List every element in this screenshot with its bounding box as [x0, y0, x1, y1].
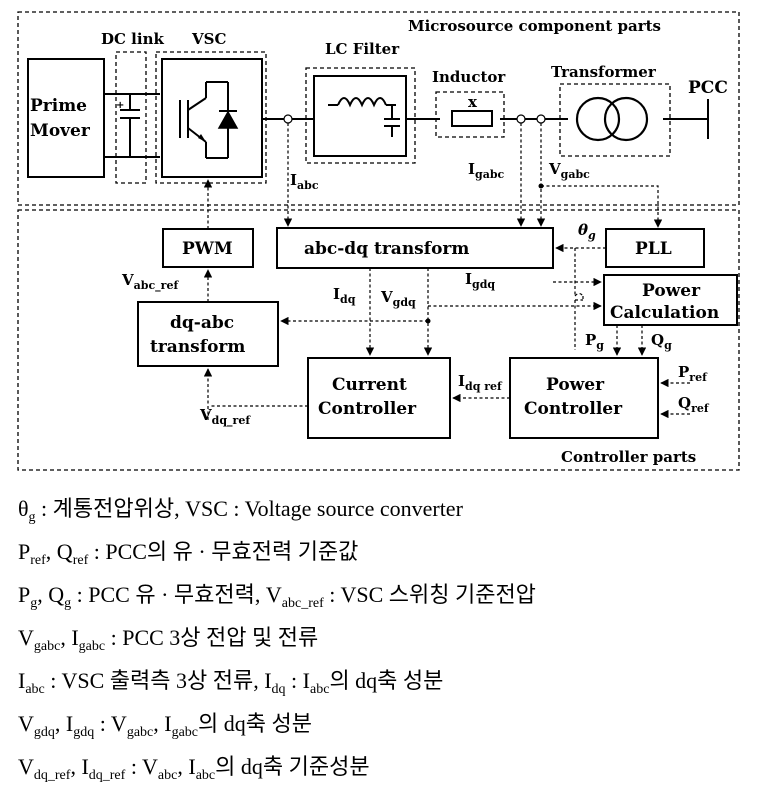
abc-dq-transform-block [276, 227, 554, 269]
vsc-block [161, 58, 263, 178]
pcc-label: PCC [688, 78, 728, 98]
power-calculation-label-2: Calculation [610, 303, 719, 323]
controller-region [17, 209, 740, 471]
transformer-secondary-coil [603, 96, 649, 142]
i-gabc-label: Igabc [468, 160, 505, 181]
igbt-symbol [179, 81, 239, 159]
power-controller-label-2: Controller [524, 399, 623, 419]
dq-abc-transform-block [137, 301, 279, 367]
lc-filter-block [313, 75, 407, 157]
theta-g-label: θg [578, 221, 596, 242]
current-controller-label-1: Current [332, 375, 407, 395]
inductor-region [435, 91, 505, 138]
microsource-region [17, 11, 740, 206]
i-abc-label: Iabc [290, 171, 319, 192]
power-controller-label-1: Power [546, 375, 605, 395]
v-gabc-label: Vgabc [548, 160, 590, 181]
pll-block [605, 228, 705, 268]
power-calculation-label-1: Power [642, 281, 701, 301]
dc-link-label: DC link [101, 30, 164, 48]
p-ref-label: Pref [678, 363, 708, 384]
prime-mover-label-1: Prime [30, 96, 87, 116]
vsc-label: VSC [191, 30, 226, 48]
current-controller-label-2: Controller [318, 399, 417, 419]
p-g-label: Pg [585, 331, 604, 352]
prime-mover-block [27, 58, 105, 178]
transformer-primary-coil [575, 96, 621, 142]
svg-text:+: + [116, 100, 124, 111]
legend-line-3: Pg, Qg : PCC 유 · 무효전력, Vabc_ref : VSC 스위… [18, 582, 536, 611]
legend-line-7: Vdq_ref, Idq_ref : Vabc, Iabc의 dq축 기준성분 [18, 754, 370, 783]
current-controller-block [307, 357, 451, 439]
dq-abc-transform-label-2: transform [150, 337, 245, 357]
prime-mover-label-2: Mover [30, 121, 91, 141]
power-controller-block [509, 357, 659, 439]
i-dq-ref-label: Idq ref [458, 372, 503, 393]
inductor-label: Inductor [432, 68, 506, 86]
dq-abc-transform-label-1: dq-abc [170, 313, 234, 333]
abc-dq-transform-label: abc-dq transform [304, 239, 469, 259]
q-ref-label: Qref [678, 394, 710, 415]
q-g-label: Qg [651, 331, 672, 352]
signal-paths [203, 123, 690, 420]
i-gdq-label: Igdq [465, 270, 495, 291]
lc-filter-label: LC Filter [325, 40, 400, 58]
legend-line-5: Iabc : VSC 출력측 3상 전류, Idq : Iabc의 dq축 성분 [18, 668, 443, 697]
legend-line-4: Vgabc, Igabc : PCC 3상 전압 및 전류 [18, 625, 318, 654]
lc-filter-symbol [328, 97, 400, 137]
power-circuit: + [104, 93, 709, 158]
transformer-label: Transformer [551, 63, 657, 81]
microsource-region-label: Microsource component parts [408, 17, 661, 35]
v-dq-ref-label: Vdq_ref [199, 406, 251, 428]
legend: θg : 계통전압위상, VSC : Voltage source conver… [18, 496, 536, 783]
v-gdq-label: Vgdq [380, 288, 416, 309]
controller-region-label: Controller parts [561, 448, 696, 466]
dc-link-region [115, 51, 147, 184]
pll-label: PLL [635, 239, 672, 259]
legend-line-6: Vgdq, Igdq : Vgabc, Igabc의 dq축 성분 [18, 711, 312, 740]
legend-line-2: Pref, Qref : PCC의 유 · 무효전력 기준값 [18, 539, 358, 568]
lc-filter-region [305, 67, 416, 164]
inductor-block [451, 110, 493, 127]
v-abc-ref-label: Vabc_ref [121, 271, 179, 293]
power-calculation-block [603, 274, 738, 326]
legend-line-1: θg : 계통전압위상, VSC : Voltage source conver… [18, 496, 464, 525]
i-dq-label: Idq [333, 285, 356, 306]
pwm-label: PWM [182, 239, 233, 259]
inductor-x-label: x [468, 93, 478, 111]
